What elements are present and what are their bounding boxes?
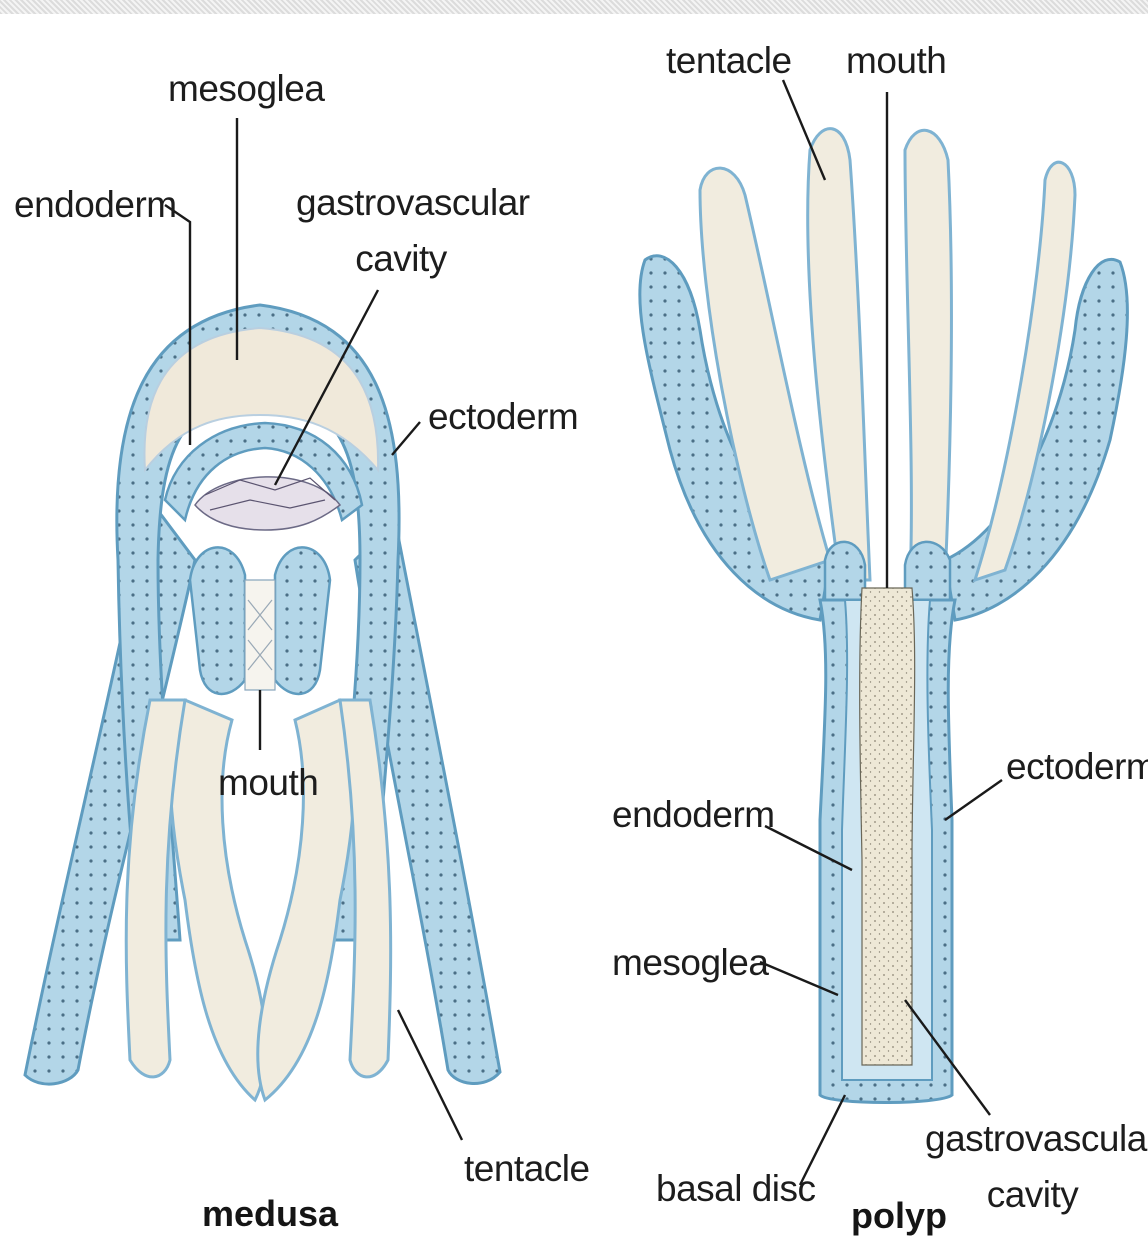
- polyp-tentacle-leader: [783, 80, 825, 180]
- polyp-label-mouth: mouth: [846, 42, 946, 79]
- polyp-label-tentacle: tentacle: [666, 42, 792, 79]
- medusa-inner-tentacle-left: [170, 700, 266, 1100]
- polyp-ectoderm-leader: [945, 780, 1002, 820]
- medusa-label-tentacle: tentacle: [464, 1150, 590, 1187]
- medusa-label-endoderm: endoderm: [14, 186, 177, 223]
- medusa-label-mouth: mouth: [218, 764, 318, 801]
- medusa-manubrium: [190, 547, 245, 694]
- polyp-gastrovascular-cavity: [860, 588, 915, 1065]
- polyp-label-endoderm: endoderm: [612, 796, 775, 833]
- medusa-inner-tentacle-right: [258, 700, 355, 1100]
- polyp-label-gastrovascular-line1: gastrovascular: [925, 1120, 1140, 1157]
- medusa-ectoderm-leader: [392, 422, 420, 455]
- medusa-label-gastrovascular-line2: cavity: [296, 240, 506, 277]
- polyp-label-gastrovascular-line2: cavity: [925, 1176, 1140, 1213]
- polyp-label-ectoderm: ectoderm: [1006, 748, 1148, 785]
- medusa-label-mesoglea: mesoglea: [168, 70, 324, 107]
- medusa-label-ectoderm: ectoderm: [428, 398, 578, 435]
- polyp-label-mesoglea: mesoglea: [612, 944, 768, 981]
- polyp-tentacle-3: [905, 130, 951, 580]
- polyp-label-basal-disc: basal disc: [656, 1170, 816, 1207]
- medusa-label-gastrovascular-line1: gastrovascular: [296, 184, 506, 221]
- medusa-caption: medusa: [202, 1196, 338, 1232]
- polyp-caption: polyp: [851, 1198, 947, 1234]
